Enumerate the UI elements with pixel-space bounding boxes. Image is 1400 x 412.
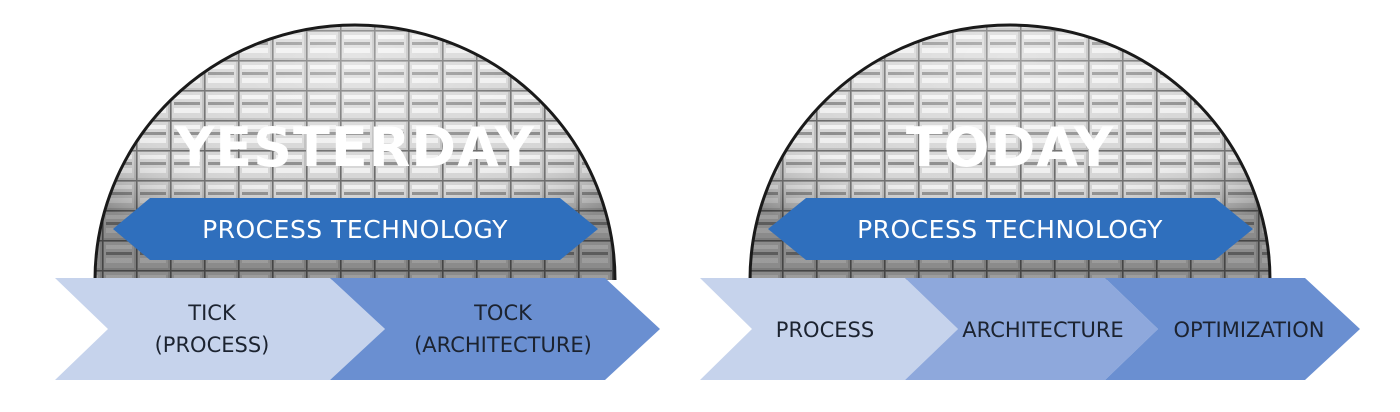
yesterday-title: YESTERDAY	[174, 116, 535, 179]
yesterday-tock-chevron	[330, 278, 660, 380]
yesterday-process-technology-band	[113, 198, 598, 260]
yesterday-tick-sublabel: (PROCESS)	[155, 333, 270, 357]
today-process-technology-band	[768, 198, 1253, 260]
yesterday-band-label: PROCESS TECHNOLOGY	[202, 215, 508, 244]
yesterday-panel: YESTERDAY PROCESS TECHNOLOGY TICK (PROCE…	[55, 23, 660, 380]
yesterday-tock-label: TOCK	[473, 301, 533, 325]
yesterday-wafer-edge	[93, 23, 617, 281]
today-process-label: PROCESS	[776, 318, 874, 342]
yesterday-tick-chevron	[55, 278, 385, 380]
today-architecture-label: ARCHITECTURE	[962, 318, 1123, 342]
today-optimization-chevron	[1105, 278, 1360, 380]
yesterday-tock-sublabel: (ARCHITECTURE)	[414, 333, 592, 357]
today-title: TODAY	[906, 116, 1114, 179]
today-optimization-label: OPTIMIZATION	[1174, 318, 1325, 342]
today-band-label: PROCESS TECHNOLOGY	[857, 215, 1163, 244]
yesterday-tick-label: TICK	[187, 301, 237, 325]
today-panel: TODAY PROCESS TECHNOLOGY PROCESS ARCHITE…	[700, 23, 1360, 380]
today-wafer-edge	[748, 23, 1272, 281]
today-architecture-chevron	[905, 278, 1158, 380]
today-process-chevron	[700, 278, 958, 380]
